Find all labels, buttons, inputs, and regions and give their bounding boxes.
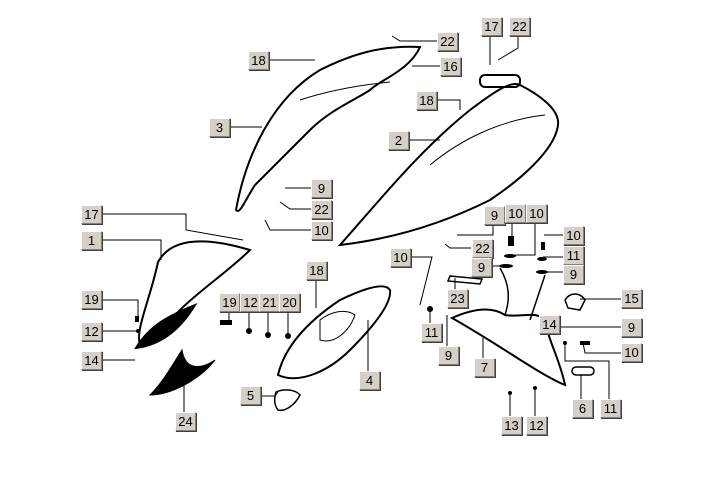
callout-14[interactable]: 14 — [539, 315, 560, 334]
callout-13[interactable]: 13 — [501, 416, 522, 435]
leader-lines — [100, 35, 621, 417]
callout-19[interactable]: 19 — [81, 290, 102, 309]
part-24-lower-panel — [148, 348, 216, 396]
callout-10[interactable]: 10 — [505, 204, 526, 223]
callout-12[interactable]: 12 — [81, 322, 102, 341]
callout-18[interactable]: 18 — [416, 91, 437, 110]
callout-2[interactable]: 2 — [388, 131, 409, 150]
callout-6[interactable]: 6 — [572, 399, 593, 418]
callout-18[interactable]: 18 — [306, 261, 327, 280]
callout-24[interactable]: 24 — [175, 412, 196, 431]
callout-10[interactable]: 10 — [526, 204, 547, 223]
callout-9[interactable]: 9 — [438, 346, 459, 365]
callout-9[interactable]: 9 — [621, 318, 642, 337]
callout-9[interactable]: 9 — [484, 206, 505, 225]
callout-16[interactable]: 16 — [440, 57, 461, 76]
part-2-rear-cover — [337, 74, 560, 247]
part-23-plate — [446, 275, 484, 285]
callout-22[interactable]: 22 — [472, 239, 493, 258]
callout-11[interactable]: 11 — [421, 323, 442, 342]
callout-1[interactable]: 1 — [81, 231, 102, 250]
part-15-clip — [564, 293, 586, 311]
callout-9[interactable]: 9 — [311, 179, 332, 198]
callout-9[interactable]: 9 — [471, 258, 492, 277]
part-3-rear-cover — [234, 45, 422, 212]
callout-11[interactable]: 11 — [600, 399, 621, 418]
callout-17[interactable]: 17 — [481, 17, 502, 36]
callout-22[interactable]: 22 — [437, 32, 458, 51]
callout-10[interactable]: 10 — [563, 226, 584, 245]
callout-17[interactable]: 17 — [81, 205, 102, 224]
callout-10[interactable]: 10 — [311, 221, 332, 240]
callout-11[interactable]: 11 — [563, 246, 584, 265]
part-5-cap — [273, 389, 301, 412]
part-4-center-cover — [276, 285, 392, 380]
callout-4[interactable]: 4 — [359, 371, 380, 390]
callout-23[interactable]: 23 — [447, 289, 468, 308]
callout-7[interactable]: 7 — [474, 358, 495, 377]
callout-3[interactable]: 3 — [209, 118, 230, 137]
part-1-front-shield — [134, 240, 252, 350]
callout-18[interactable]: 18 — [248, 51, 269, 70]
callout-12[interactable]: 12 — [240, 293, 261, 312]
callout-14[interactable]: 14 — [81, 351, 102, 370]
callout-22[interactable]: 22 — [311, 200, 332, 219]
callout-10[interactable]: 10 — [390, 248, 411, 267]
callout-22[interactable]: 22 — [509, 17, 530, 36]
callout-20[interactable]: 20 — [279, 293, 300, 312]
callout-5[interactable]: 5 — [240, 386, 261, 405]
callout-21[interactable]: 21 — [259, 293, 280, 312]
callout-10[interactable]: 10 — [621, 343, 642, 362]
fasteners — [135, 236, 590, 395]
callout-19[interactable]: 19 — [219, 293, 240, 312]
part-6-hinge — [571, 366, 595, 376]
callout-9[interactable]: 9 — [563, 265, 584, 284]
callout-12[interactable]: 12 — [526, 416, 547, 435]
callout-15[interactable]: 15 — [621, 289, 642, 308]
